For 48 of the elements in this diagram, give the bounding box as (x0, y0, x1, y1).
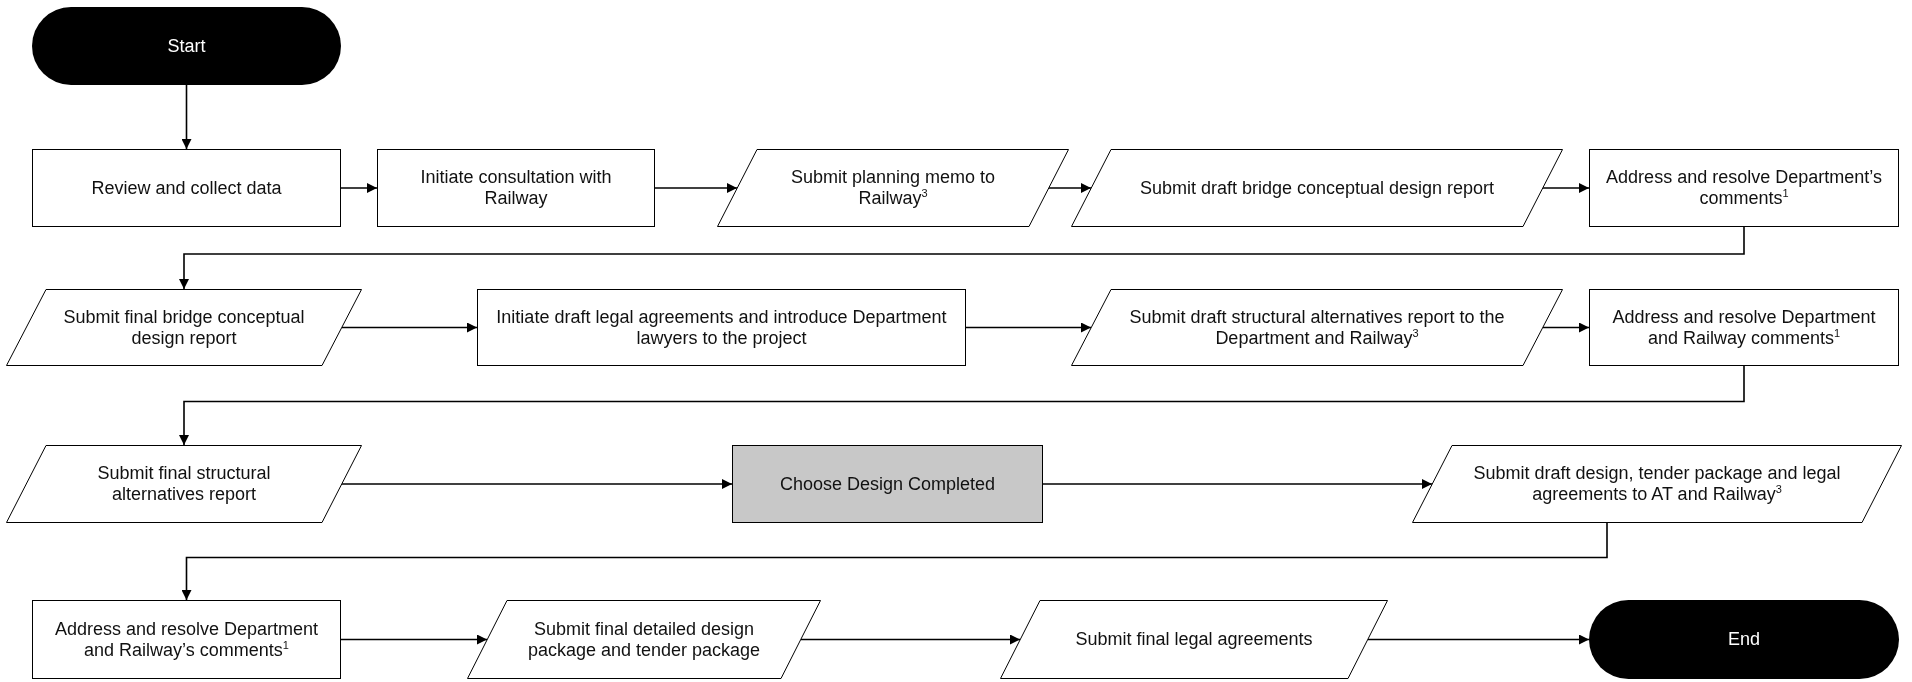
arrow (340, 634, 488, 645)
arrow (179, 226, 1745, 290)
step-label: Choose Design Completed (779, 473, 996, 495)
arrow (1367, 634, 1590, 645)
step-label: Submit final bridge conceptual design report (62, 306, 306, 349)
data-parallelogram (1412, 445, 1902, 523)
data-parallelogram (1071, 289, 1563, 366)
step-label: Initiate consultation with Railway (419, 167, 613, 209)
process-box (732, 445, 1043, 523)
process-box (32, 600, 341, 679)
arrow (800, 634, 1021, 645)
arrow (1542, 183, 1590, 193)
step-label: Submit final legal agreements (1075, 629, 1313, 650)
step-label: Submit final structural alternatives report (96, 463, 272, 505)
arrow (1048, 183, 1092, 193)
arrow (1542, 322, 1590, 333)
step-label: Start (167, 35, 206, 57)
data-parallelogram (467, 600, 821, 679)
process-box (477, 289, 966, 366)
step-label: Submit draft design, tender package and legal agreements to AT and Railway$^{3}$ (1472, 463, 1842, 505)
step-label: Initiate draft legal agreements and introduce Department lawyers to the project (495, 306, 948, 349)
data-parallelogram (1071, 149, 1563, 227)
data-parallelogram (1000, 600, 1388, 679)
process-box (32, 149, 341, 227)
step-label: Address and resolve Department’s comments$^{1}$ (1605, 167, 1883, 209)
step-label: Submit draft structural alternatives report to the Department and Railway$^{3}$ (1128, 306, 1506, 349)
process-box (1589, 289, 1899, 366)
arrow (181, 84, 192, 150)
arrow (965, 322, 1092, 333)
arrow (1042, 479, 1433, 489)
process-box (1589, 149, 1899, 227)
data-parallelogram (717, 149, 1069, 227)
arrow (340, 183, 378, 193)
step-label: Submit draft bridge conceptual design report (1139, 177, 1495, 199)
step-label: Address and resolve Department and Railway’s comments$^{1}$ (53, 618, 320, 661)
step-label: End (1728, 629, 1760, 650)
arrow (181, 522, 1608, 601)
data-parallelogram (6, 445, 362, 523)
arrow (341, 322, 478, 333)
step-label: Submit final detailed design package and tender package (526, 618, 762, 661)
arrow (179, 365, 1745, 446)
arrow (341, 479, 733, 489)
process-box (377, 149, 655, 227)
step-label: Submit planning memo to Railway$^{3}$ (789, 167, 997, 209)
arrow (654, 183, 738, 193)
step-label: Review and collect data (91, 177, 282, 199)
data-parallelogram (6, 289, 362, 366)
step-label: Address and resolve Department and Railway comments$^{1}$ (1611, 306, 1877, 349)
